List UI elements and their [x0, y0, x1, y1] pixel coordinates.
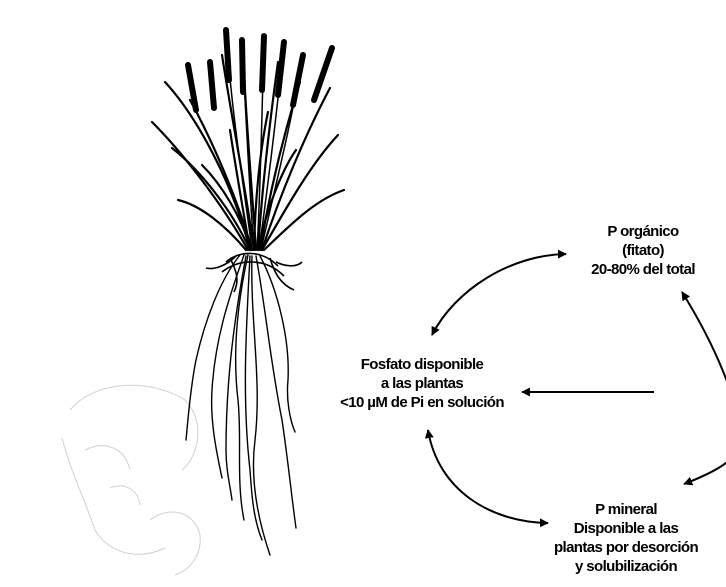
arrow-organic-mineral	[682, 292, 726, 484]
available-phosphate-line-1: Fosfato disponible	[312, 355, 532, 374]
available-phosphate-label: Fosfato disponible a las plantas <10 µM …	[312, 355, 532, 412]
available-phosphate-line-2: a las plantas	[312, 374, 532, 393]
arrow-available-organic	[432, 254, 566, 335]
plant-seed-heads	[188, 30, 332, 110]
mineral-phosphorus-line-4: y solubilización	[526, 557, 726, 576]
mineral-phosphorus-line-1: P mineral	[526, 500, 726, 519]
organic-phosphorus-label: P orgánico (fitato) 20-80% del total	[568, 222, 718, 279]
faint-sketch-illustration	[62, 385, 200, 575]
grass-plant-illustration	[152, 30, 344, 555]
organic-phosphorus-line-2: (fitato)	[568, 241, 718, 260]
organic-phosphorus-line-1: P orgánico	[568, 222, 718, 241]
mineral-phosphorus-label: P mineral Disponible a las plantas por d…	[526, 500, 726, 576]
available-phosphate-line-3: <10 µM de Pi en solución	[312, 393, 532, 412]
mineral-phosphorus-line-2: Disponible a las	[526, 519, 726, 538]
mineral-phosphorus-line-3: plantas por desorción	[526, 538, 726, 557]
plant-roots	[186, 255, 296, 555]
organic-phosphorus-line-3: 20-80% del total	[568, 260, 718, 279]
